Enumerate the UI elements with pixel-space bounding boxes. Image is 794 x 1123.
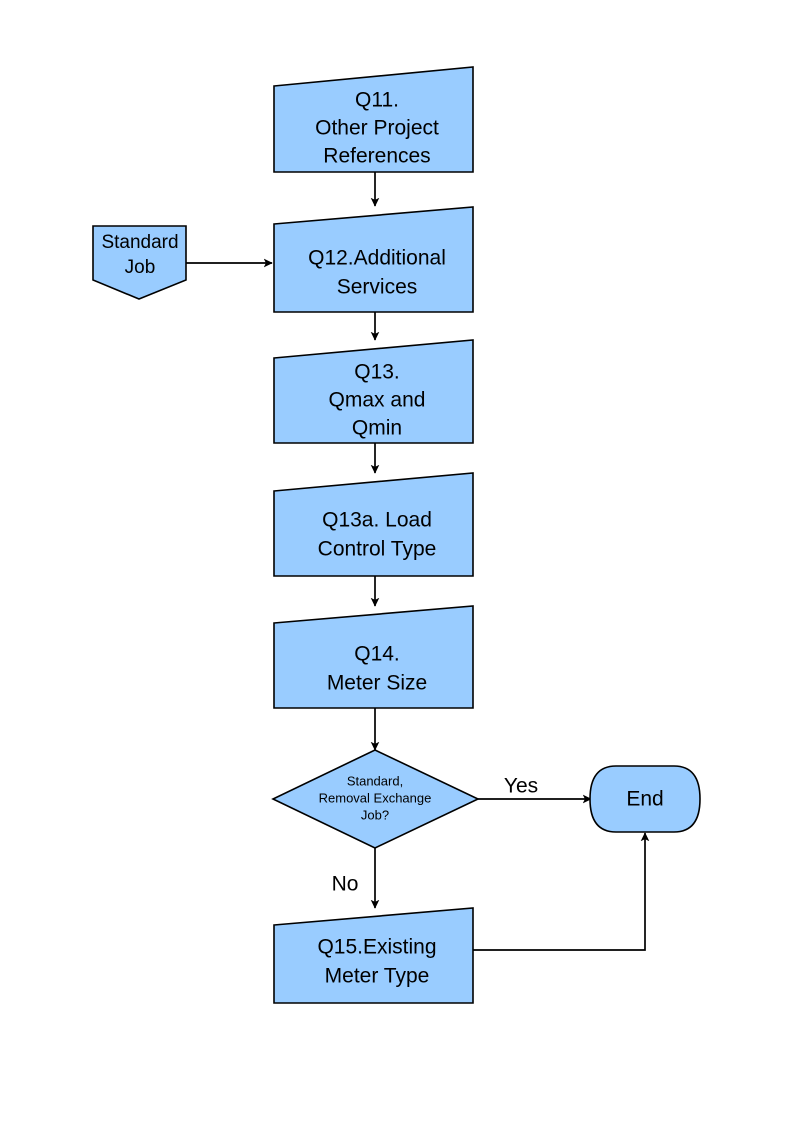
node-q12[interactable]: Q12.Additional Services <box>273 206 474 313</box>
node-q14-line-1: Q14. <box>354 643 400 666</box>
node-standard-job-line-1: Standard <box>101 232 178 253</box>
node-q15-shape[interactable] <box>273 907 474 1004</box>
node-q14[interactable]: Q14. Meter Size <box>273 605 474 709</box>
edge-decision-to-q15: No <box>332 848 380 909</box>
node-q13a[interactable]: Q13a. Load Control Type <box>273 472 474 577</box>
node-q13a-line-1: Q13a. Load <box>322 509 432 532</box>
node-q13-line-2: Qmax and <box>329 389 426 412</box>
node-q11-line-1: Q11. <box>355 89 399 112</box>
node-end-shape[interactable] <box>589 765 701 833</box>
node-q12-line-2: Services <box>337 276 418 299</box>
node-q13-shape[interactable] <box>273 339 474 444</box>
node-decision-line-3: Job? <box>361 807 389 822</box>
edge-decision-to-end: Yes <box>478 775 592 804</box>
node-q14-shape[interactable] <box>273 605 474 709</box>
node-standard-job-line-2: Job <box>125 257 156 278</box>
node-decision[interactable]: Standard, Removal Exchange Job? <box>271 749 480 849</box>
node-standard-job[interactable]: Standard Job <box>92 225 187 300</box>
node-q13a-shape[interactable] <box>273 472 474 577</box>
node-q12-shape[interactable] <box>273 206 474 313</box>
node-q13-line-3: Qmin <box>352 417 402 440</box>
node-q13a-line-2: Control Type <box>318 538 437 561</box>
edge-label-yes: Yes <box>504 775 538 798</box>
node-decision-shape[interactable] <box>271 749 480 849</box>
edge-q15-to-end <box>473 832 650 951</box>
node-q11-line-3: References <box>323 145 430 168</box>
node-standard-job-shape[interactable] <box>92 225 187 300</box>
node-q13[interactable]: Q13. Qmax and Qmin <box>273 339 474 444</box>
node-q13-line-1: Q13. <box>354 361 400 384</box>
node-q11-shape[interactable] <box>273 66 474 173</box>
node-q14-line-2: Meter Size <box>327 672 427 695</box>
node-q15[interactable]: Q15.Existing Meter Type <box>273 907 474 1004</box>
node-q12-line-1: Q12.Additional <box>308 247 446 270</box>
node-q15-line-2: Meter Type <box>325 965 430 988</box>
node-q11-line-2: Other Project <box>315 117 439 140</box>
node-decision-line-1: Standard, <box>347 773 403 788</box>
node-decision-line-2: Removal Exchange <box>319 790 432 805</box>
node-q15-line-1: Q15.Existing <box>317 936 436 959</box>
edge-label-no: No <box>332 873 359 896</box>
node-end-label: End <box>626 788 663 811</box>
node-end[interactable]: End <box>589 765 701 833</box>
node-q11[interactable]: Q11. Other Project References <box>273 66 474 173</box>
